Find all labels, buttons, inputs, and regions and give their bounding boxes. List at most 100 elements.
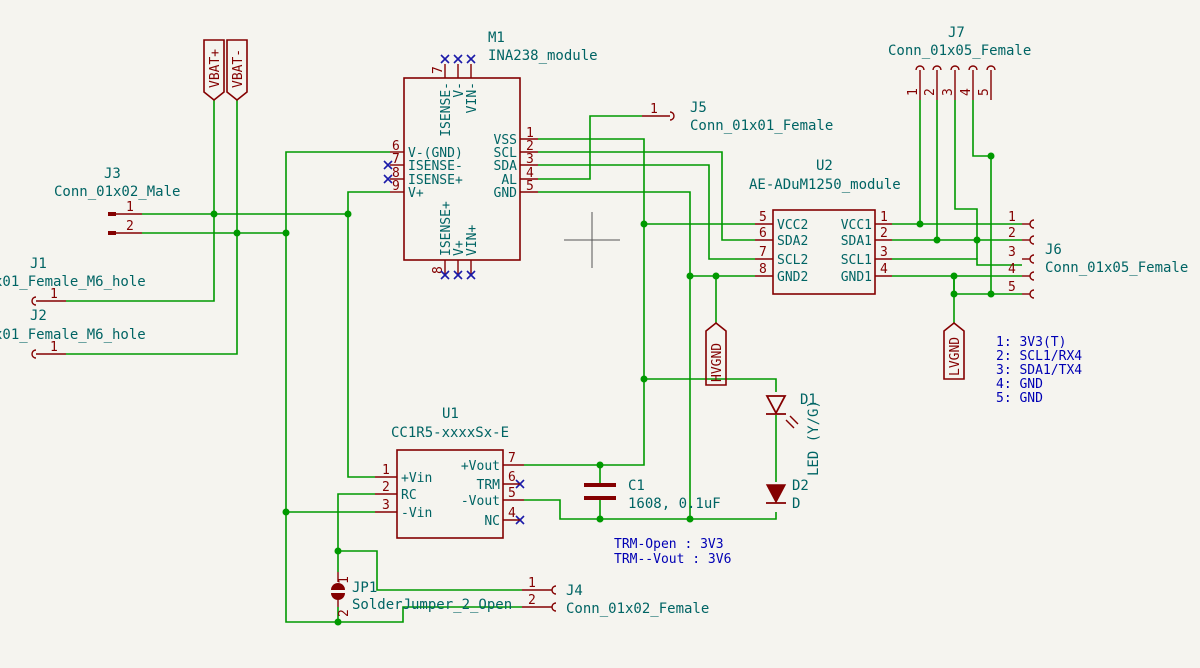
- m1-vss-name: VSS: [494, 133, 517, 148]
- u1-trm-name: TRM: [477, 478, 501, 493]
- m1-bot-vin-name: VIN+: [465, 225, 480, 256]
- m1-gnd-name: GND: [494, 186, 518, 201]
- u2-scl1-name: SCL1: [841, 253, 872, 268]
- j6-ref: J6: [1045, 242, 1062, 258]
- u2-pin5-num: 5: [759, 210, 767, 225]
- u1-pin3-num: 3: [382, 498, 390, 513]
- component-j4[interactable]: 1 2 J4 Conn_01x02_Female: [522, 576, 709, 617]
- component-j1[interactable]: J1 x01_Female_M6_hole 1: [0, 256, 146, 306]
- m1-bot-isense-name: ISENSE+: [439, 201, 454, 256]
- j3-ref: J3: [104, 166, 121, 182]
- j4-pin2-num: 2: [528, 593, 536, 608]
- m1-sda-name: SDA: [494, 159, 518, 174]
- u2-pin2-num: 2: [880, 226, 888, 241]
- j6-pin5-num: 5: [1008, 280, 1016, 295]
- component-j6[interactable]: 1 2 3 4 5 J6 Conn_01x05_Female: [1008, 210, 1188, 299]
- component-j5[interactable]: 1 J5 Conn_01x01_Female: [642, 100, 833, 134]
- m1-top-v-name: V-: [452, 82, 467, 98]
- u2-value: AE-ADuM1250_module: [749, 177, 901, 193]
- u2-pin6-num: 6: [759, 226, 767, 241]
- svg-text:TRM-Open : 3V3: TRM-Open : 3V3: [614, 537, 724, 552]
- m1-pin7-name: ISENSE-: [408, 159, 463, 174]
- j7-pin4-num: 4: [959, 88, 974, 96]
- no-connect-icon: [383, 160, 393, 170]
- u2-ref: U2: [816, 158, 833, 174]
- u1-vin-minus-name: -Vin: [401, 506, 432, 521]
- net-label-vbat-plus[interactable]: VBAT+: [203, 39, 225, 102]
- u2-pin8-num: 8: [759, 262, 767, 277]
- component-m1[interactable]: M1 INA238_module 6 7 8 9 V-(GND) ISENSE-…: [390, 30, 598, 274]
- u1-vin-plus-name: +Vin: [401, 471, 432, 486]
- j6-pin1-num: 1: [1008, 210, 1016, 225]
- net-label-hvgnd[interactable]: HVGND: [705, 321, 727, 386]
- u1-pin7-num: 7: [508, 451, 516, 466]
- u1-value: CC1R5-xxxxSx-E: [391, 425, 509, 441]
- component-j7[interactable]: J7 Conn_01x05_Female 1 2 3 4 5: [888, 25, 1031, 100]
- u1-vout-plus-name: +Vout: [461, 459, 500, 474]
- component-j3[interactable]: J3 Conn_01x02_Male 1 2: [54, 166, 180, 235]
- u2-vcc1-name: VCC1: [841, 218, 872, 233]
- m1-al-name: AL: [501, 173, 517, 188]
- m1-pin4-num: 4: [526, 166, 534, 181]
- jp1-pin1-num: 1: [337, 576, 352, 584]
- m1-pin3-num: 3: [526, 152, 534, 167]
- net-label-vbat-minus[interactable]: VBAT-: [226, 39, 248, 102]
- j1-pin1-num: 1: [50, 287, 58, 302]
- j7-ref: J7: [948, 25, 965, 41]
- u1-pin6-num: 6: [508, 470, 516, 485]
- jp1-pin2-num: 2: [337, 609, 352, 617]
- component-jp1[interactable]: 1 2 JP1 SolderJumper_2_Open: [331, 572, 512, 617]
- c1-ref: C1: [628, 478, 645, 494]
- j3-pin2-num: 2: [126, 219, 134, 234]
- u1-rc-name: RC: [401, 488, 417, 503]
- m1-pin6-num: 6: [392, 139, 400, 154]
- j6-pin2-num: 2: [1008, 226, 1016, 241]
- no-connect-icon: [440, 54, 450, 64]
- svg-text:1: 3V3(T): 1: 3V3(T): [996, 335, 1066, 350]
- u1-pin5-num: 5: [508, 486, 516, 501]
- j4-value: Conn_01x02_Female: [566, 601, 709, 617]
- component-j2[interactable]: J2 x01_Female_M6_hole 1: [0, 308, 146, 359]
- jp1-value: SolderJumper_2_Open: [352, 597, 512, 613]
- m1-pin2-num: 2: [526, 139, 534, 154]
- u1-vout-minus-name: -Vout: [461, 494, 500, 509]
- m1-pin7-num: 7: [392, 152, 400, 167]
- wires: [66, 100, 1022, 623]
- component-d1[interactable]: D1 LED (Y/G): [765, 392, 822, 476]
- j7-pin1-num: 1: [906, 88, 921, 96]
- u2-pin4-num: 4: [880, 262, 888, 277]
- m1-ref: M1: [488, 30, 505, 46]
- svg-text:4: GND: 4: GND: [996, 377, 1043, 392]
- m1-pin9-name: V+: [408, 186, 424, 201]
- u2-gnd1-name: GND1: [841, 270, 872, 285]
- jp1-ref: JP1: [352, 580, 377, 596]
- j5-pin1-num: 1: [650, 102, 658, 117]
- m1-scl-name: SCL: [494, 146, 518, 161]
- d1-value: LED (Y/G): [806, 400, 822, 476]
- net-label-lvgnd[interactable]: LVGND: [943, 321, 965, 380]
- no-connect-icon: [453, 270, 463, 280]
- j4-ref: J4: [566, 583, 583, 599]
- component-u1[interactable]: U1 CC1R5-xxxxSx-E 1 2 3 +Vin RC -Vin 7 6…: [375, 406, 524, 539]
- svg-text:VBAT-: VBAT-: [231, 49, 246, 88]
- crosshair-cursor-icon: [564, 212, 620, 268]
- j7-pin3-num: 3: [941, 88, 956, 96]
- component-c1[interactable]: C1 1608, 0.1uF: [584, 478, 721, 512]
- j1-ref: J1: [30, 256, 47, 272]
- j5-ref: J5: [690, 100, 707, 116]
- svg-text:TRM--Vout : 3V6: TRM--Vout : 3V6: [614, 552, 731, 567]
- j7-pin2-num: 2: [923, 88, 938, 96]
- j2-pin1-num: 1: [50, 340, 58, 355]
- d2-ref: D2: [792, 478, 809, 494]
- component-d2[interactable]: D2 D: [765, 478, 809, 512]
- component-u2[interactable]: U2 AE-ADuM1250_module 5 6 7 8 VCC2 SDA2 …: [749, 158, 901, 295]
- m1-value: INA238_module: [488, 48, 598, 64]
- j6-value: Conn_01x05_Female: [1045, 260, 1188, 276]
- no-connect-icon: [466, 54, 476, 64]
- m1-bottom-num: 8: [431, 266, 446, 274]
- j7-value: Conn_01x05_Female: [888, 43, 1031, 59]
- j6-pin4-num: 4: [1008, 262, 1016, 277]
- j4-pin1-num: 1: [528, 576, 536, 591]
- m1-pin8-num: 8: [392, 166, 400, 181]
